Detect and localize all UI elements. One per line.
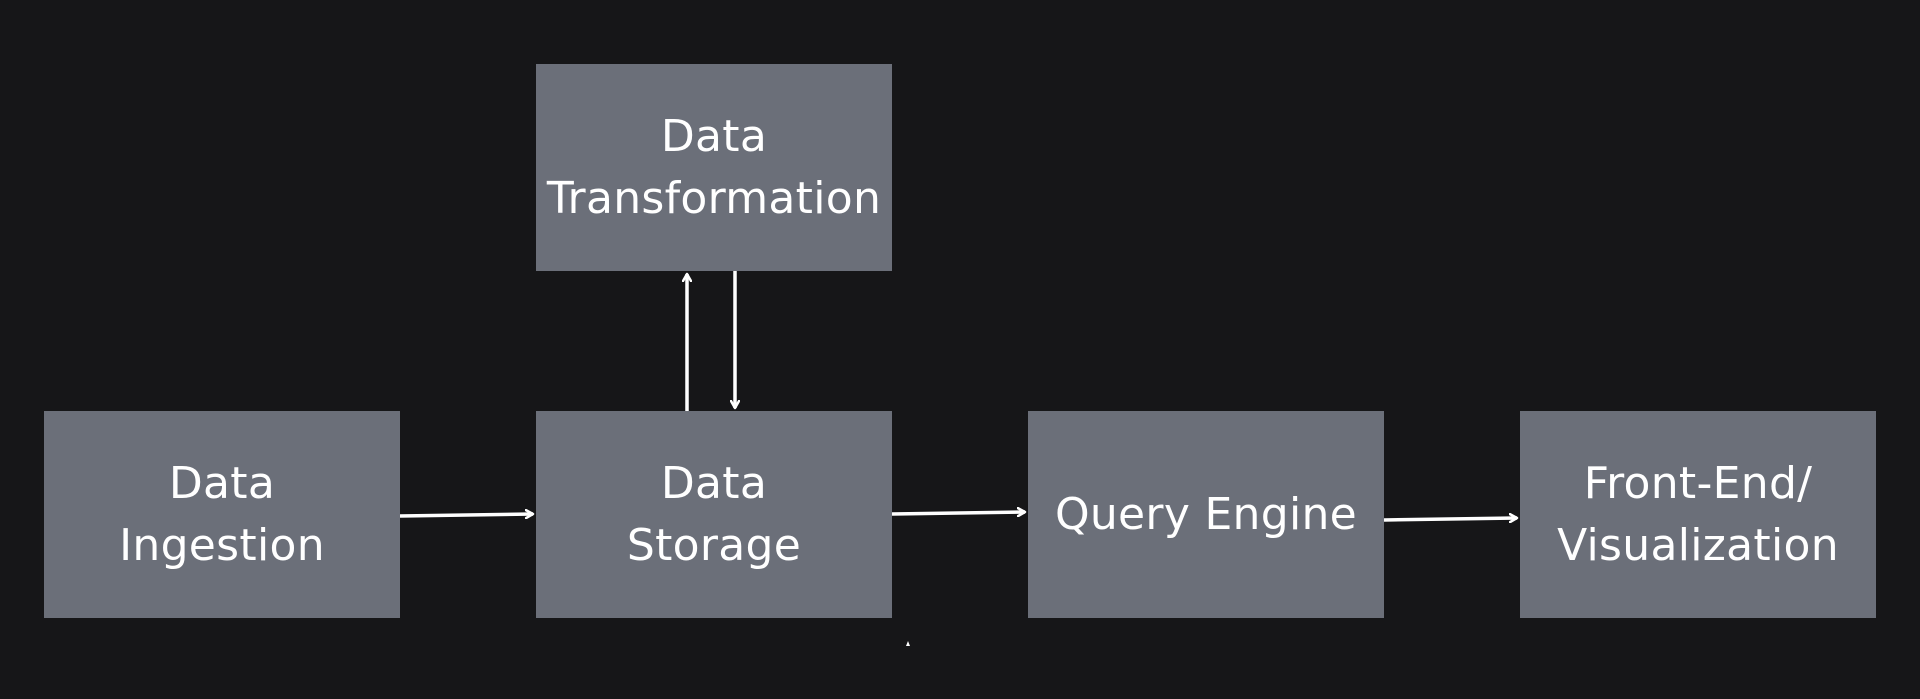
node-data-ingestion[interactable]: Data Ingestion xyxy=(44,411,400,618)
node-label-line: Transformation xyxy=(546,172,882,224)
node-query-engine[interactable]: Query Engine xyxy=(1028,411,1384,618)
node-label-line: Front-End/ xyxy=(1583,457,1813,509)
node-label-line: Query Engine xyxy=(1054,488,1358,540)
node-label-line: Ingestion xyxy=(119,519,325,571)
node-label-line: Data xyxy=(168,457,276,509)
node-label-line: Data xyxy=(660,110,768,162)
node-label-line: Visualization xyxy=(1557,519,1839,571)
node-front-end-visualization[interactable]: Front-End/ Visualization xyxy=(1520,411,1876,618)
edge-query-to-frontend xyxy=(1383,518,1517,520)
edge-ingestion-to-storage xyxy=(399,514,533,516)
small-marker-icon xyxy=(906,641,910,646)
node-label-line: Storage xyxy=(626,519,802,571)
edge-storage-to-query xyxy=(891,512,1025,514)
node-label-line: Data xyxy=(660,457,768,509)
node-data-transformation[interactable]: Data Transformation xyxy=(536,64,892,271)
node-data-storage[interactable]: Data Storage xyxy=(536,411,892,618)
